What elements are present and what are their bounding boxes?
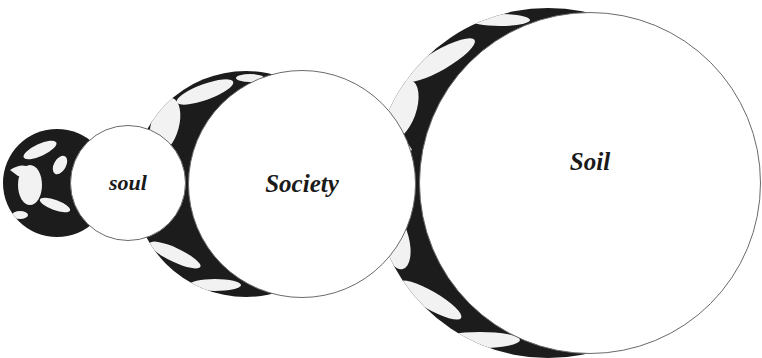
circle-label: Society xyxy=(265,170,339,198)
text-circle: soul xyxy=(70,125,186,241)
circle-label: Soil xyxy=(570,148,610,176)
circle-outline xyxy=(419,12,761,354)
text-circle: Soil xyxy=(419,12,761,354)
text-circle: Society xyxy=(188,70,416,298)
circle-label: soul xyxy=(109,170,147,196)
